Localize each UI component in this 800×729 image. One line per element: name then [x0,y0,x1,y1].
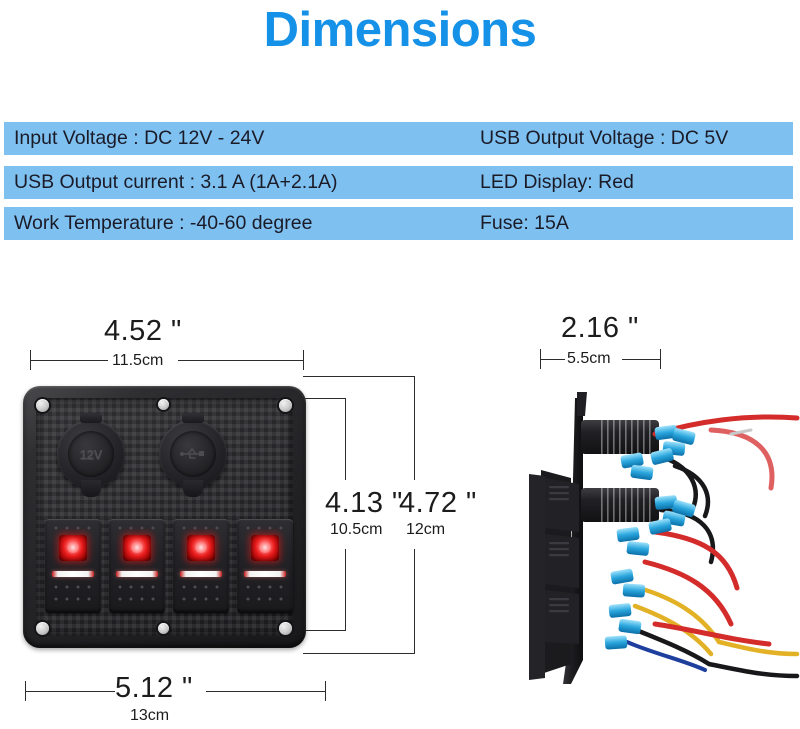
dim-ext-outer-bottom [303,653,415,654]
switch-light-bar [52,571,94,577]
switch-grip [243,524,287,533]
switch-grip [243,583,287,592]
dim-tick-top-right [303,350,304,370]
dim-tick-top-left [30,350,31,370]
spec-cell-right: Fuse: 15A [480,212,569,234]
spec-row: USB Output current : 3.1 A (1A+2.1A) LED… [4,166,793,199]
switch-grip [51,595,95,604]
dim-ext-outer-top [303,376,415,377]
dim-height-outer-inch: 4.72 " [399,487,477,519]
spec-cell-left: USB Output current : 3.1 A (1A+2.1A) [14,171,338,193]
spec-cell-right: LED Display: Red [480,171,634,193]
spec-cell-left: Work Temperature : -40-60 degree [14,212,313,234]
dim-height-inner-inch: 4.13 " [325,487,403,519]
switch-grip [179,595,223,604]
dim-tick-depth-right [660,349,661,369]
dim-ext-inner-top [290,398,346,399]
switch-panel-side-image [505,392,800,692]
switch-grip [179,583,223,592]
spec-cell-right: USB Output Voltage : DC 5V [480,127,729,149]
socket-usb-cap [170,431,216,477]
rocker-switch[interactable] [173,519,229,613]
page-title: Dimensions [263,3,537,57]
switch-led-indicator [251,535,279,561]
screw-hole-bottom-right [279,622,292,635]
dim-line-outer-lower [414,549,415,654]
dim-line-depth-left [540,359,565,360]
socket-12v-tab [81,480,101,497]
switch-grip [115,595,159,604]
switch-led-indicator [59,535,87,561]
switch-light-bar [180,571,222,577]
switch-light-bar [244,571,286,577]
socket-usb-hinge [182,413,204,423]
dim-line-bottom-left [25,691,115,692]
spec-row: Input Voltage : DC 12V - 24V USB Output … [4,122,793,155]
switch-light-bar [116,571,158,577]
dim-width-top-cm: 11.5cm [112,352,164,369]
switch-grip [115,524,159,533]
dim-ext-inner-bottom [290,630,346,631]
dim-line-bottom-right [206,691,326,692]
dim-tick-bottom-right [325,681,326,701]
socket-usb[interactable] [159,413,227,497]
dim-tick-depth-left [540,349,541,369]
switch-grip [115,583,159,592]
dim-line-depth-right [622,359,660,360]
dim-line-top-right [178,360,303,361]
socket-12v-hinge [80,413,102,423]
rocker-switch[interactable] [237,519,293,613]
switch-grip [179,524,223,533]
spec-row: Work Temperature : -40-60 degree Fuse: 1… [4,207,793,240]
screw-hole-top-left [36,399,49,412]
dim-height-inner-cm: 10.5cm [330,521,383,538]
dim-height-outer-cm: 12cm [406,521,446,538]
socket-usb-tab [183,480,203,497]
socket-12v[interactable]: 12V [57,413,125,497]
dim-line-inner-lower [345,549,346,631]
switch-led-indicator [123,535,151,561]
dim-line-top-left [30,360,108,361]
dim-line-outer-upper [414,376,415,480]
switch-panel-front-image: 12V [23,386,306,648]
dim-depth-cm: 5.5cm [567,350,611,367]
usb-icon [179,445,207,463]
dim-tick-bottom-left [25,681,26,701]
dim-depth-inch: 2.16 " [561,312,639,344]
screw-hole-bottom-middle [158,623,169,634]
rocker-switch[interactable] [45,519,101,613]
dim-width-bottom-inch: 5.12 " [115,672,193,704]
side-view-wiring [529,392,800,684]
screw-hole-top-middle [158,399,169,410]
switch-grip [51,583,95,592]
dim-width-top-inch: 4.52 " [104,315,182,347]
screw-hole-top-right [279,399,292,412]
rocker-switch[interactable] [109,519,165,613]
dim-line-inner-upper [345,398,346,480]
dim-width-bottom-cm: 13cm [130,707,170,724]
socket-12v-label: 12V [79,446,103,462]
switch-grip [51,524,95,533]
socket-12v-cap: 12V [68,431,114,477]
switch-led-indicator [187,535,215,561]
spec-cell-left: Input Voltage : DC 12V - 24V [14,127,265,149]
screw-hole-bottom-left [36,622,49,635]
switch-grip [243,595,287,604]
